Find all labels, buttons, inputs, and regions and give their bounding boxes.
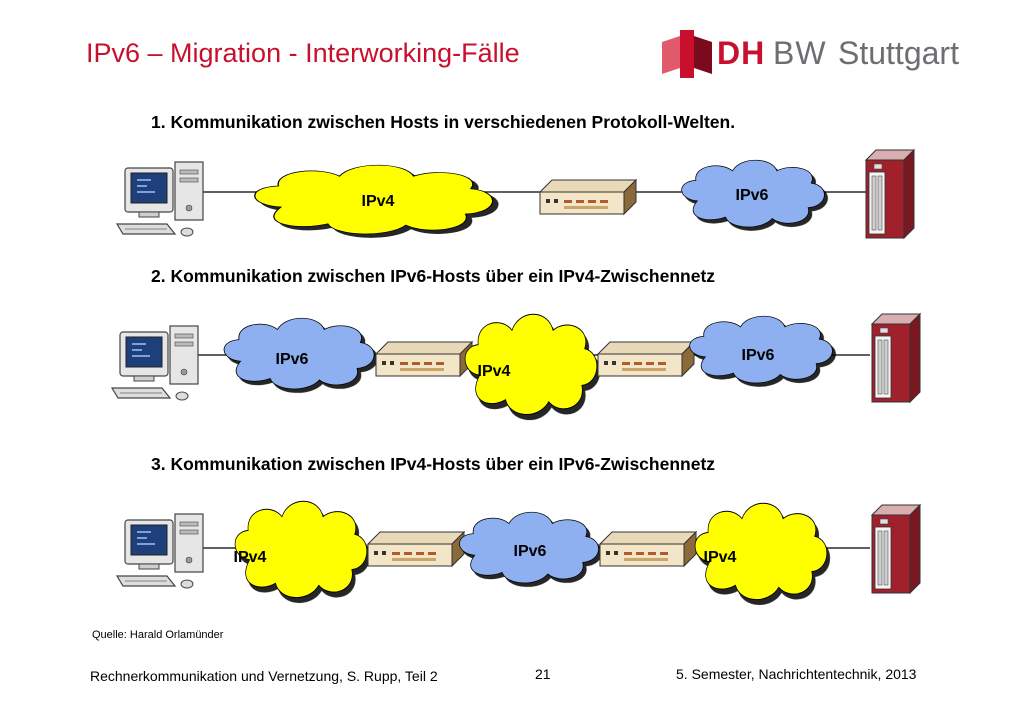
source-note: Quelle: Harald Orlamünder	[92, 629, 224, 641]
scenario-1-diagram: IPv4 IPv6	[116, 149, 915, 239]
desktop-computer-icon	[116, 513, 204, 589]
scenario-2-diagram: IPv6 IPv4 IPv6	[111, 313, 921, 416]
dhbw-logo-mark-icon	[662, 30, 712, 78]
cloud-label: IPv4	[234, 549, 267, 566]
footer-course: Rechnerkommunikation und Vernetzung, S. …	[90, 668, 438, 684]
desktop-computer-icon	[111, 325, 199, 401]
network-device-icon	[599, 531, 697, 567]
cloud-label: IPv4	[704, 549, 737, 566]
dhbw-logo: DH BW Stuttgart	[660, 28, 980, 82]
network-device-icon	[375, 341, 473, 377]
scenario-3-heading: 3. Kommunikation zwischen IPv4-Hosts übe…	[151, 454, 716, 474]
server-tower-icon	[871, 313, 921, 403]
cloud-label: IPv6	[736, 187, 769, 204]
cloud-label: IPv6	[514, 543, 547, 560]
server-tower-icon	[865, 149, 915, 239]
scenario-1-heading: 1. Kommunikation zwischen Hosts in versc…	[151, 112, 736, 132]
footer-semester: 5. Semester, Nachrichtentechnik, 2013	[676, 666, 917, 682]
scenario-2-heading: 2. Kommunikation zwischen IPv6-Hosts übe…	[151, 266, 716, 286]
slide-title: IPv6 – Migration - Interworking-Fälle	[86, 38, 520, 68]
logo-text-bw: BW	[773, 35, 827, 71]
scenario-3-diagram: IPv4 IPv6 IPv4	[116, 500, 921, 601]
desktop-computer-icon	[116, 161, 204, 237]
cloud-label: IPv6	[276, 351, 309, 368]
cloud-label: IPv6	[742, 347, 775, 364]
network-device-icon	[367, 531, 465, 567]
cloud-label: IPv4	[362, 193, 395, 210]
logo-text-dh: DH	[717, 35, 766, 71]
logo-text-city: Stuttgart	[838, 35, 959, 71]
network-device-icon	[597, 341, 695, 377]
network-device-icon	[539, 179, 637, 215]
cloud-label: IPv4	[478, 363, 511, 380]
server-tower-icon	[871, 504, 921, 594]
footer-page-number: 21	[535, 666, 551, 682]
